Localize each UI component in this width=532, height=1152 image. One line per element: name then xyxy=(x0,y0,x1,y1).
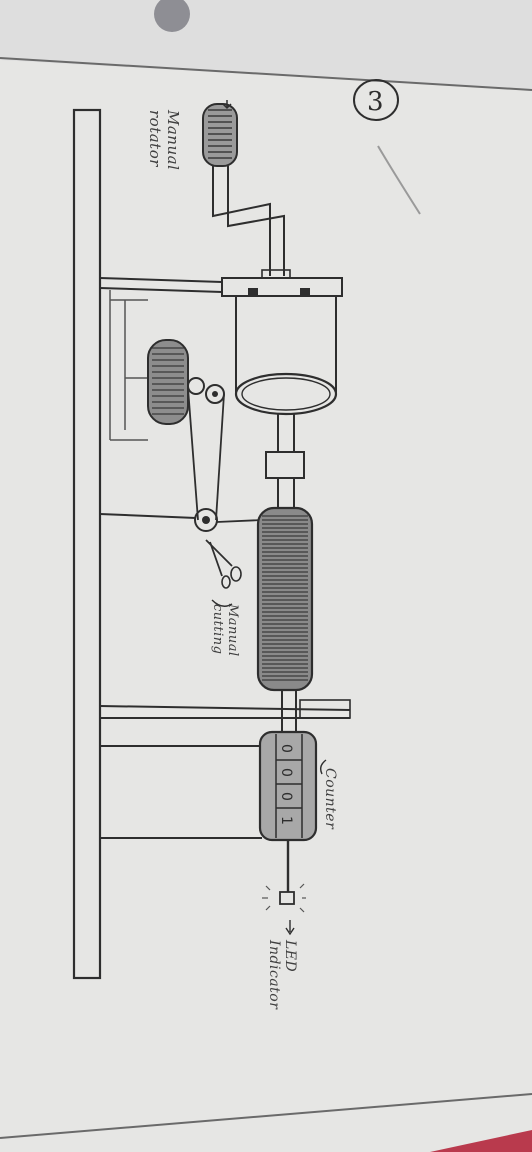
counter-label: Counter xyxy=(322,768,338,829)
gearbox-bolt-1 xyxy=(248,288,258,296)
winding-drum xyxy=(258,508,312,690)
counter-digit-3: 0 xyxy=(278,792,294,801)
counter-digit-1: 0 xyxy=(278,744,294,753)
feed-spool xyxy=(148,340,188,424)
guide-pulley-2-hub xyxy=(212,391,218,397)
figure-number: 3 xyxy=(367,87,384,117)
counter-digit-4: 1 xyxy=(278,816,294,825)
manual-cutting-label: Manual cutting xyxy=(210,604,240,657)
manual-rotator-label-line1: Manual xyxy=(164,110,182,170)
gearbox-bolt-2 xyxy=(300,288,310,296)
led-indicator-label: LED Indicator xyxy=(266,940,298,1009)
counter-digit-2: 0 xyxy=(278,768,294,777)
led-indicator-label-line2: Indicator xyxy=(266,940,282,1009)
manual-cutting-label-line1: Manual xyxy=(225,604,240,657)
guide-pulley-3-hub xyxy=(202,516,210,524)
manual-rotator-label: Manual rotator xyxy=(146,110,182,170)
manual-rotator-label-line2: rotator xyxy=(146,110,164,170)
led-indicator-label-line1: LED xyxy=(282,940,298,1009)
manual-cutting-label-line2: cutting xyxy=(210,604,225,657)
manual-rotator-knob xyxy=(203,104,237,166)
